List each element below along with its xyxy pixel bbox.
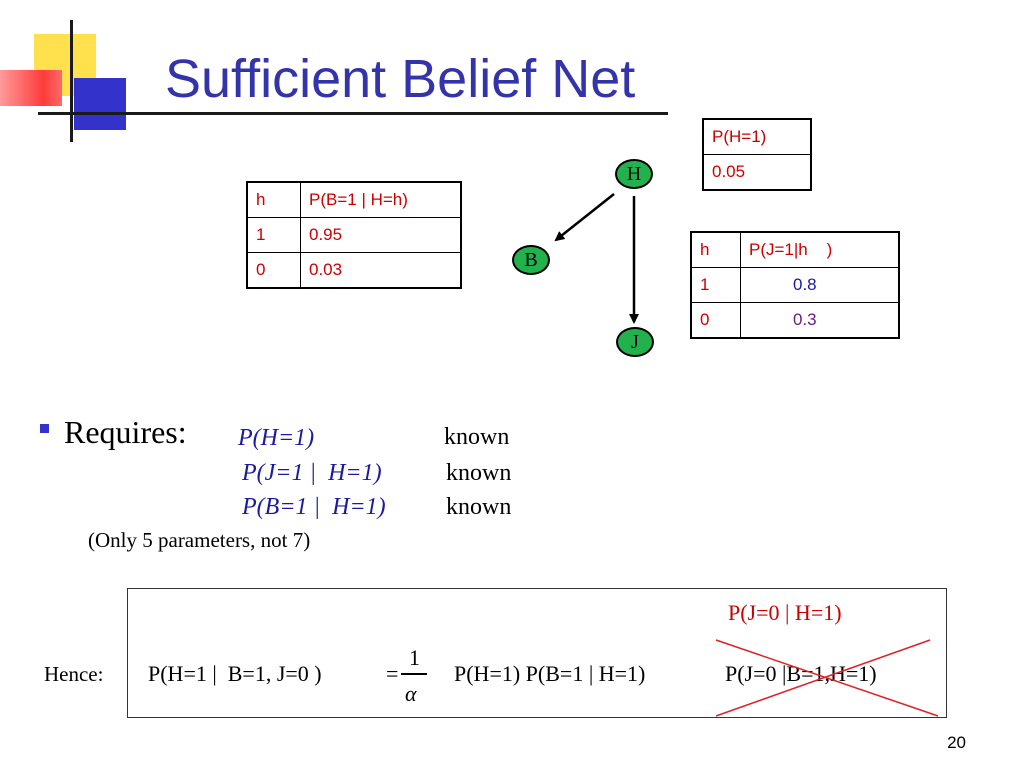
node-j: J — [616, 327, 654, 357]
page-number: 20 — [947, 733, 966, 752]
table-header: h — [246, 181, 301, 218]
requires-label: Requires: — [64, 414, 187, 450]
table-cell: 0.3 — [740, 302, 900, 339]
requires-status-1: known — [444, 424, 510, 450]
table-cell: 0.8 — [740, 267, 900, 303]
table-cell: 0.95 — [300, 217, 462, 253]
parameters-note: (Only 5 parameters, not 7) — [88, 528, 311, 552]
table-header: P(B=1 | H=h) — [300, 181, 462, 218]
formula-equals: = — [386, 661, 399, 686]
decor-blue-square — [74, 78, 126, 130]
table-cell: 0 — [690, 302, 741, 339]
decor-red-bar — [0, 70, 62, 106]
table-cpt-j: h P(J=1|h ) 1 0.8 0 0.3 — [690, 231, 900, 339]
node-h: H — [615, 159, 653, 189]
table-cpt-b: h P(B=1 | H=h) 1 0.95 0 0.03 — [246, 181, 462, 289]
formula-lhs: P(H=1 | B=1, J=0 ) — [148, 661, 322, 686]
table-cell: 0 — [246, 252, 301, 289]
fraction-numerator: 1 — [409, 645, 420, 670]
requires-expr-3: P(B=1 | H=1) — [242, 494, 386, 520]
replacement-term: P(J=0 | H=1) — [728, 600, 842, 625]
edge-h-to-b — [554, 193, 615, 242]
table-prior-h: P(H=1) 0.05 — [702, 118, 812, 191]
node-b: B — [512, 245, 550, 275]
fraction-bar — [401, 673, 427, 675]
table-row: 0 0.3 — [690, 302, 900, 339]
requires-expr-2: P(J=1 | H=1) — [242, 460, 382, 486]
requires-status-3: known — [446, 494, 512, 520]
table-cell: 1 — [246, 217, 301, 253]
requires-status-2: known — [446, 460, 512, 486]
table-row: 1 0.8 — [690, 267, 900, 303]
slide-title: Sufficient Belief Net — [165, 49, 636, 109]
hence-label: Hence: — [44, 662, 104, 686]
table-header: P(J=1|h ) — [740, 231, 900, 268]
formula-box — [127, 588, 947, 718]
table-cell: 0.03 — [300, 252, 462, 289]
fraction-denominator: α — [405, 681, 417, 706]
table-row: 1 0.95 — [246, 217, 462, 253]
formula-rhs: P(H=1) P(B=1 | H=1) — [454, 661, 646, 686]
decor-vertical-line — [70, 20, 73, 142]
title-underline — [38, 112, 668, 115]
crossed-term: P(J=0 |B=1,H=1) — [725, 661, 877, 686]
bullet-icon — [40, 424, 49, 433]
table-cell: 1 — [690, 267, 741, 303]
requires-expr-1: P(H=1) — [238, 425, 315, 451]
table-cell: 0.05 — [702, 154, 812, 191]
table-row: 0 0.03 — [246, 252, 462, 289]
